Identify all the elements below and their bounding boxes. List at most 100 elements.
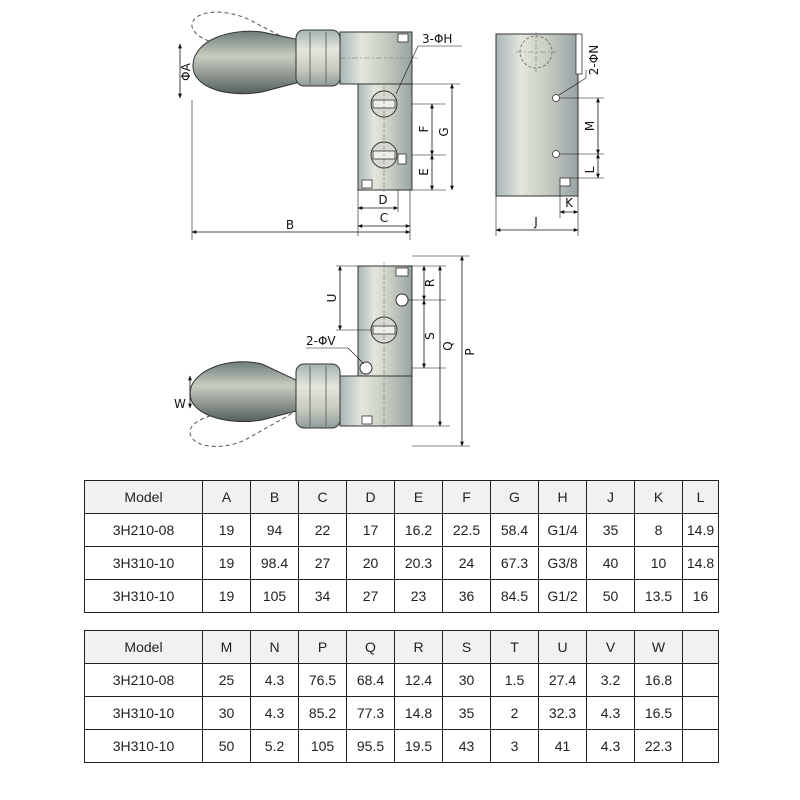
- table-cell: 14.8: [394, 696, 443, 730]
- dim-label-d: D: [378, 193, 387, 207]
- table-cell: 35: [586, 513, 635, 547]
- column-header: [682, 630, 719, 664]
- dim-label-a: ΦA: [179, 62, 193, 80]
- table-cell: 17: [346, 513, 395, 547]
- front-view: ΦA B C D F E G 3-ΦH: [178, 11, 462, 240]
- table-cell: 19: [202, 579, 251, 613]
- table-cell: 16.2: [394, 513, 443, 547]
- table-cell: 95.5: [346, 729, 395, 763]
- dim-label-h: 3-ΦH: [422, 32, 452, 46]
- dim-label-m: M: [583, 121, 597, 131]
- column-header: S: [442, 630, 491, 664]
- column-header: F: [442, 480, 491, 514]
- column-header: Model: [84, 480, 203, 514]
- table-cell: 19: [202, 546, 251, 580]
- column-header: V: [586, 630, 635, 664]
- dim-label-r: R: [423, 279, 437, 287]
- table-cell: 19.5: [394, 729, 443, 763]
- table-cell: 27: [298, 546, 347, 580]
- table-cell: 94: [250, 513, 299, 547]
- table-cell: 5.2: [250, 729, 299, 763]
- column-header: M: [202, 630, 251, 664]
- table-cell: 3H310-10: [84, 729, 203, 763]
- table-cell: 77.3: [346, 696, 395, 730]
- table-cell: 16: [682, 579, 719, 613]
- dim-label-s: S: [423, 332, 437, 340]
- table-cell: 19: [202, 513, 251, 547]
- table-cell: 14.8: [682, 546, 719, 580]
- table-cell: 3H310-10: [84, 546, 203, 580]
- column-header: Q: [346, 630, 395, 664]
- dim-label-k: K: [565, 196, 574, 210]
- table-cell: 3H210-08: [84, 513, 203, 547]
- column-header: B: [250, 480, 299, 514]
- table-cell: 16.5: [634, 696, 683, 730]
- table-cell: 3H310-10: [84, 696, 203, 730]
- table-cell: 4.3: [250, 696, 299, 730]
- dim-label-b: B: [286, 218, 294, 232]
- table-cell: 67.3: [490, 546, 539, 580]
- column-header: L: [682, 480, 719, 514]
- dim-label-p: P: [463, 348, 477, 355]
- table-cell: 105: [250, 579, 299, 613]
- table-cell: 76.5: [298, 663, 347, 697]
- dim-label-n: 2-ΦN: [587, 45, 601, 75]
- dim-label-e: E: [417, 168, 431, 176]
- table-cell: [682, 729, 719, 763]
- table-cell: 16.8: [634, 663, 683, 697]
- table-cell: 4.3: [250, 663, 299, 697]
- dim-label-u: U: [325, 294, 339, 303]
- column-header: Model: [84, 630, 203, 664]
- table-cell: 1.5: [490, 663, 539, 697]
- table-cell: 32.3: [538, 696, 587, 730]
- dim-label-v: 2-ΦV: [306, 334, 336, 348]
- table-cell: G1/4: [538, 513, 587, 547]
- table-cell: 27: [346, 579, 395, 613]
- table-cell: 13.5: [634, 579, 683, 613]
- table-cell: 27.4: [538, 663, 587, 697]
- column-header: D: [346, 480, 395, 514]
- table-cell: 34: [298, 579, 347, 613]
- dim-label-j: J: [533, 215, 538, 229]
- column-header: P: [298, 630, 347, 664]
- column-header: E: [394, 480, 443, 514]
- valve-dimension-drawing: ΦA B C D F E G 3-ΦH: [174, 11, 604, 447]
- table-cell: 22.5: [442, 513, 491, 547]
- table-cell: 30: [442, 663, 491, 697]
- column-header: G: [490, 480, 539, 514]
- table-cell: 50: [586, 579, 635, 613]
- table-cell: 3.2: [586, 663, 635, 697]
- side-view: 2-ΦN M L K J: [495, 32, 604, 236]
- table-cell: 2: [490, 696, 539, 730]
- column-header: W: [634, 630, 683, 664]
- column-header: A: [202, 480, 251, 514]
- table-cell: 3H310-10: [84, 579, 203, 613]
- column-header: K: [634, 480, 683, 514]
- table-cell: 12.4: [394, 663, 443, 697]
- table-cell: 68.4: [346, 663, 395, 697]
- table-cell: G3/8: [538, 546, 587, 580]
- table-cell: 10: [634, 546, 683, 580]
- table-cell: 8: [634, 513, 683, 547]
- table-cell: 20: [346, 546, 395, 580]
- table-cell: 43: [442, 729, 491, 763]
- table-cell: 25: [202, 663, 251, 697]
- table-cell: 23: [394, 579, 443, 613]
- table-cell: 4.3: [586, 696, 635, 730]
- table-cell: 22.3: [634, 729, 683, 763]
- table-cell: 40: [586, 546, 635, 580]
- table-cell: 50: [202, 729, 251, 763]
- column-header: C: [298, 480, 347, 514]
- table-cell: 98.4: [250, 546, 299, 580]
